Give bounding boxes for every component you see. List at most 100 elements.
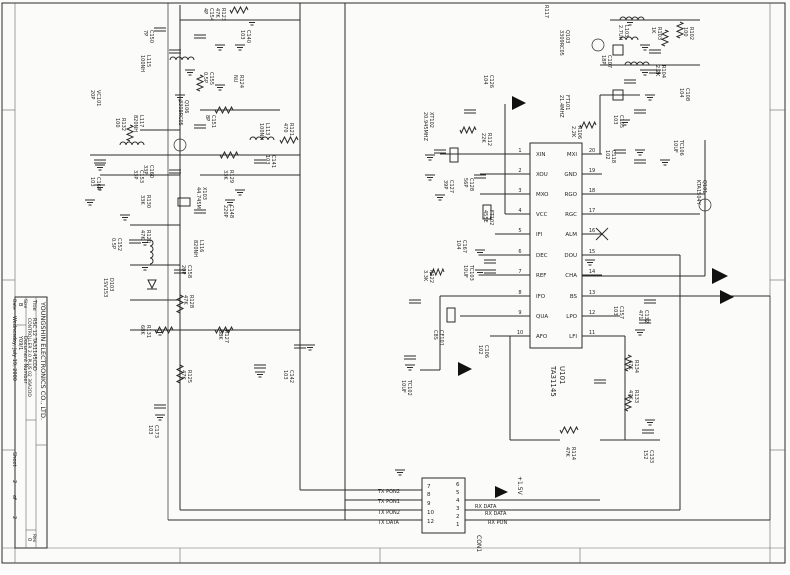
component-ref: Q101	[701, 180, 707, 193]
component-ref: C105	[618, 115, 624, 128]
component-value: 8P	[204, 115, 210, 121]
resistors	[125, 5, 685, 435]
component-value: 47K	[627, 360, 633, 370]
component-ref: R131	[145, 325, 151, 338]
sheet-label: Sheet	[11, 452, 17, 466]
component-ref: Q103	[564, 30, 570, 43]
component-ref: C148	[228, 205, 234, 218]
capacitor	[194, 124, 206, 129]
component-value: 103	[147, 425, 153, 435]
component-ref: R114	[570, 447, 576, 460]
ground-symbol	[425, 154, 435, 161]
capacitor	[174, 269, 186, 274]
ic-pin-num: 18	[589, 188, 595, 194]
component-ref: C126	[488, 75, 494, 88]
ic-pin-name: VCC	[536, 212, 548, 218]
component-ref: L116	[198, 240, 204, 252]
component-value: 47K	[139, 230, 145, 240]
component-value: 56P	[462, 178, 468, 187]
inductor	[169, 56, 195, 61]
inductor	[119, 141, 145, 146]
component-value: 44.745M	[195, 187, 201, 209]
sheet-total: 2	[11, 516, 17, 519]
ic-pin-num: 4	[518, 208, 521, 214]
component-ref: R106	[576, 126, 582, 139]
component-value: 103	[282, 370, 288, 380]
component-value: 102	[477, 345, 483, 355]
component-ref: C133	[648, 450, 654, 463]
resistor	[279, 135, 299, 145]
component-ref: C150	[148, 30, 154, 43]
title-line1: RSC 12 TA31145CDD	[31, 318, 37, 371]
ic-pin-name: REF	[536, 273, 546, 279]
component-ref: D103	[108, 278, 114, 291]
connector-body	[421, 477, 466, 534]
sheet-num: 2	[11, 480, 17, 483]
component-ref: C140	[245, 30, 251, 43]
ic-pin-name: ALM	[565, 232, 577, 238]
size-label: Size	[22, 299, 28, 308]
title-block: YOUNGSHIN ELECTRONICS CO., LTD. Title RS…	[11, 296, 48, 549]
component-ref: C152	[116, 238, 122, 251]
supply-label: +1.5V	[516, 476, 523, 496]
component-value: 47K	[214, 8, 220, 18]
net-label-5: TX DATA	[377, 520, 400, 526]
date-value: Wednesday, July 19, 2000	[11, 316, 17, 381]
connector-pin-num: 8	[427, 492, 431, 498]
component-value: 1SV153	[102, 278, 108, 297]
component-ref: C128	[468, 178, 474, 191]
component-ref: C127	[448, 180, 454, 193]
component-value: 18P	[600, 55, 606, 64]
inductor	[249, 136, 275, 141]
component-ref: TC106	[678, 139, 684, 156]
ground-symbol	[235, 189, 245, 196]
component-value: 21.4MHZ	[558, 95, 564, 118]
resistor	[175, 364, 185, 384]
ground-symbol	[640, 69, 650, 76]
ground-symbol	[425, 174, 435, 181]
component-value: 2.2K	[654, 65, 660, 77]
ic-pin-num: 7	[518, 269, 521, 275]
component-ref: R120	[145, 230, 151, 243]
capacitors	[94, 27, 661, 434]
ic-pin-name: RGC	[565, 212, 577, 218]
component-ref: C107	[606, 55, 612, 68]
ic-pin-num: 20	[589, 148, 595, 154]
component-value: 20.945MHZ	[422, 112, 428, 142]
capacitor	[639, 319, 651, 324]
component-ref: Q106	[183, 100, 189, 113]
inductor	[624, 61, 650, 66]
component-ref: R104	[660, 65, 666, 78]
sheet-of: of	[11, 495, 17, 500]
ground-symbol	[435, 194, 445, 201]
power-arrow	[495, 486, 508, 498]
component-ref: R128	[188, 295, 194, 308]
ic-pin-num: 9	[518, 310, 521, 316]
